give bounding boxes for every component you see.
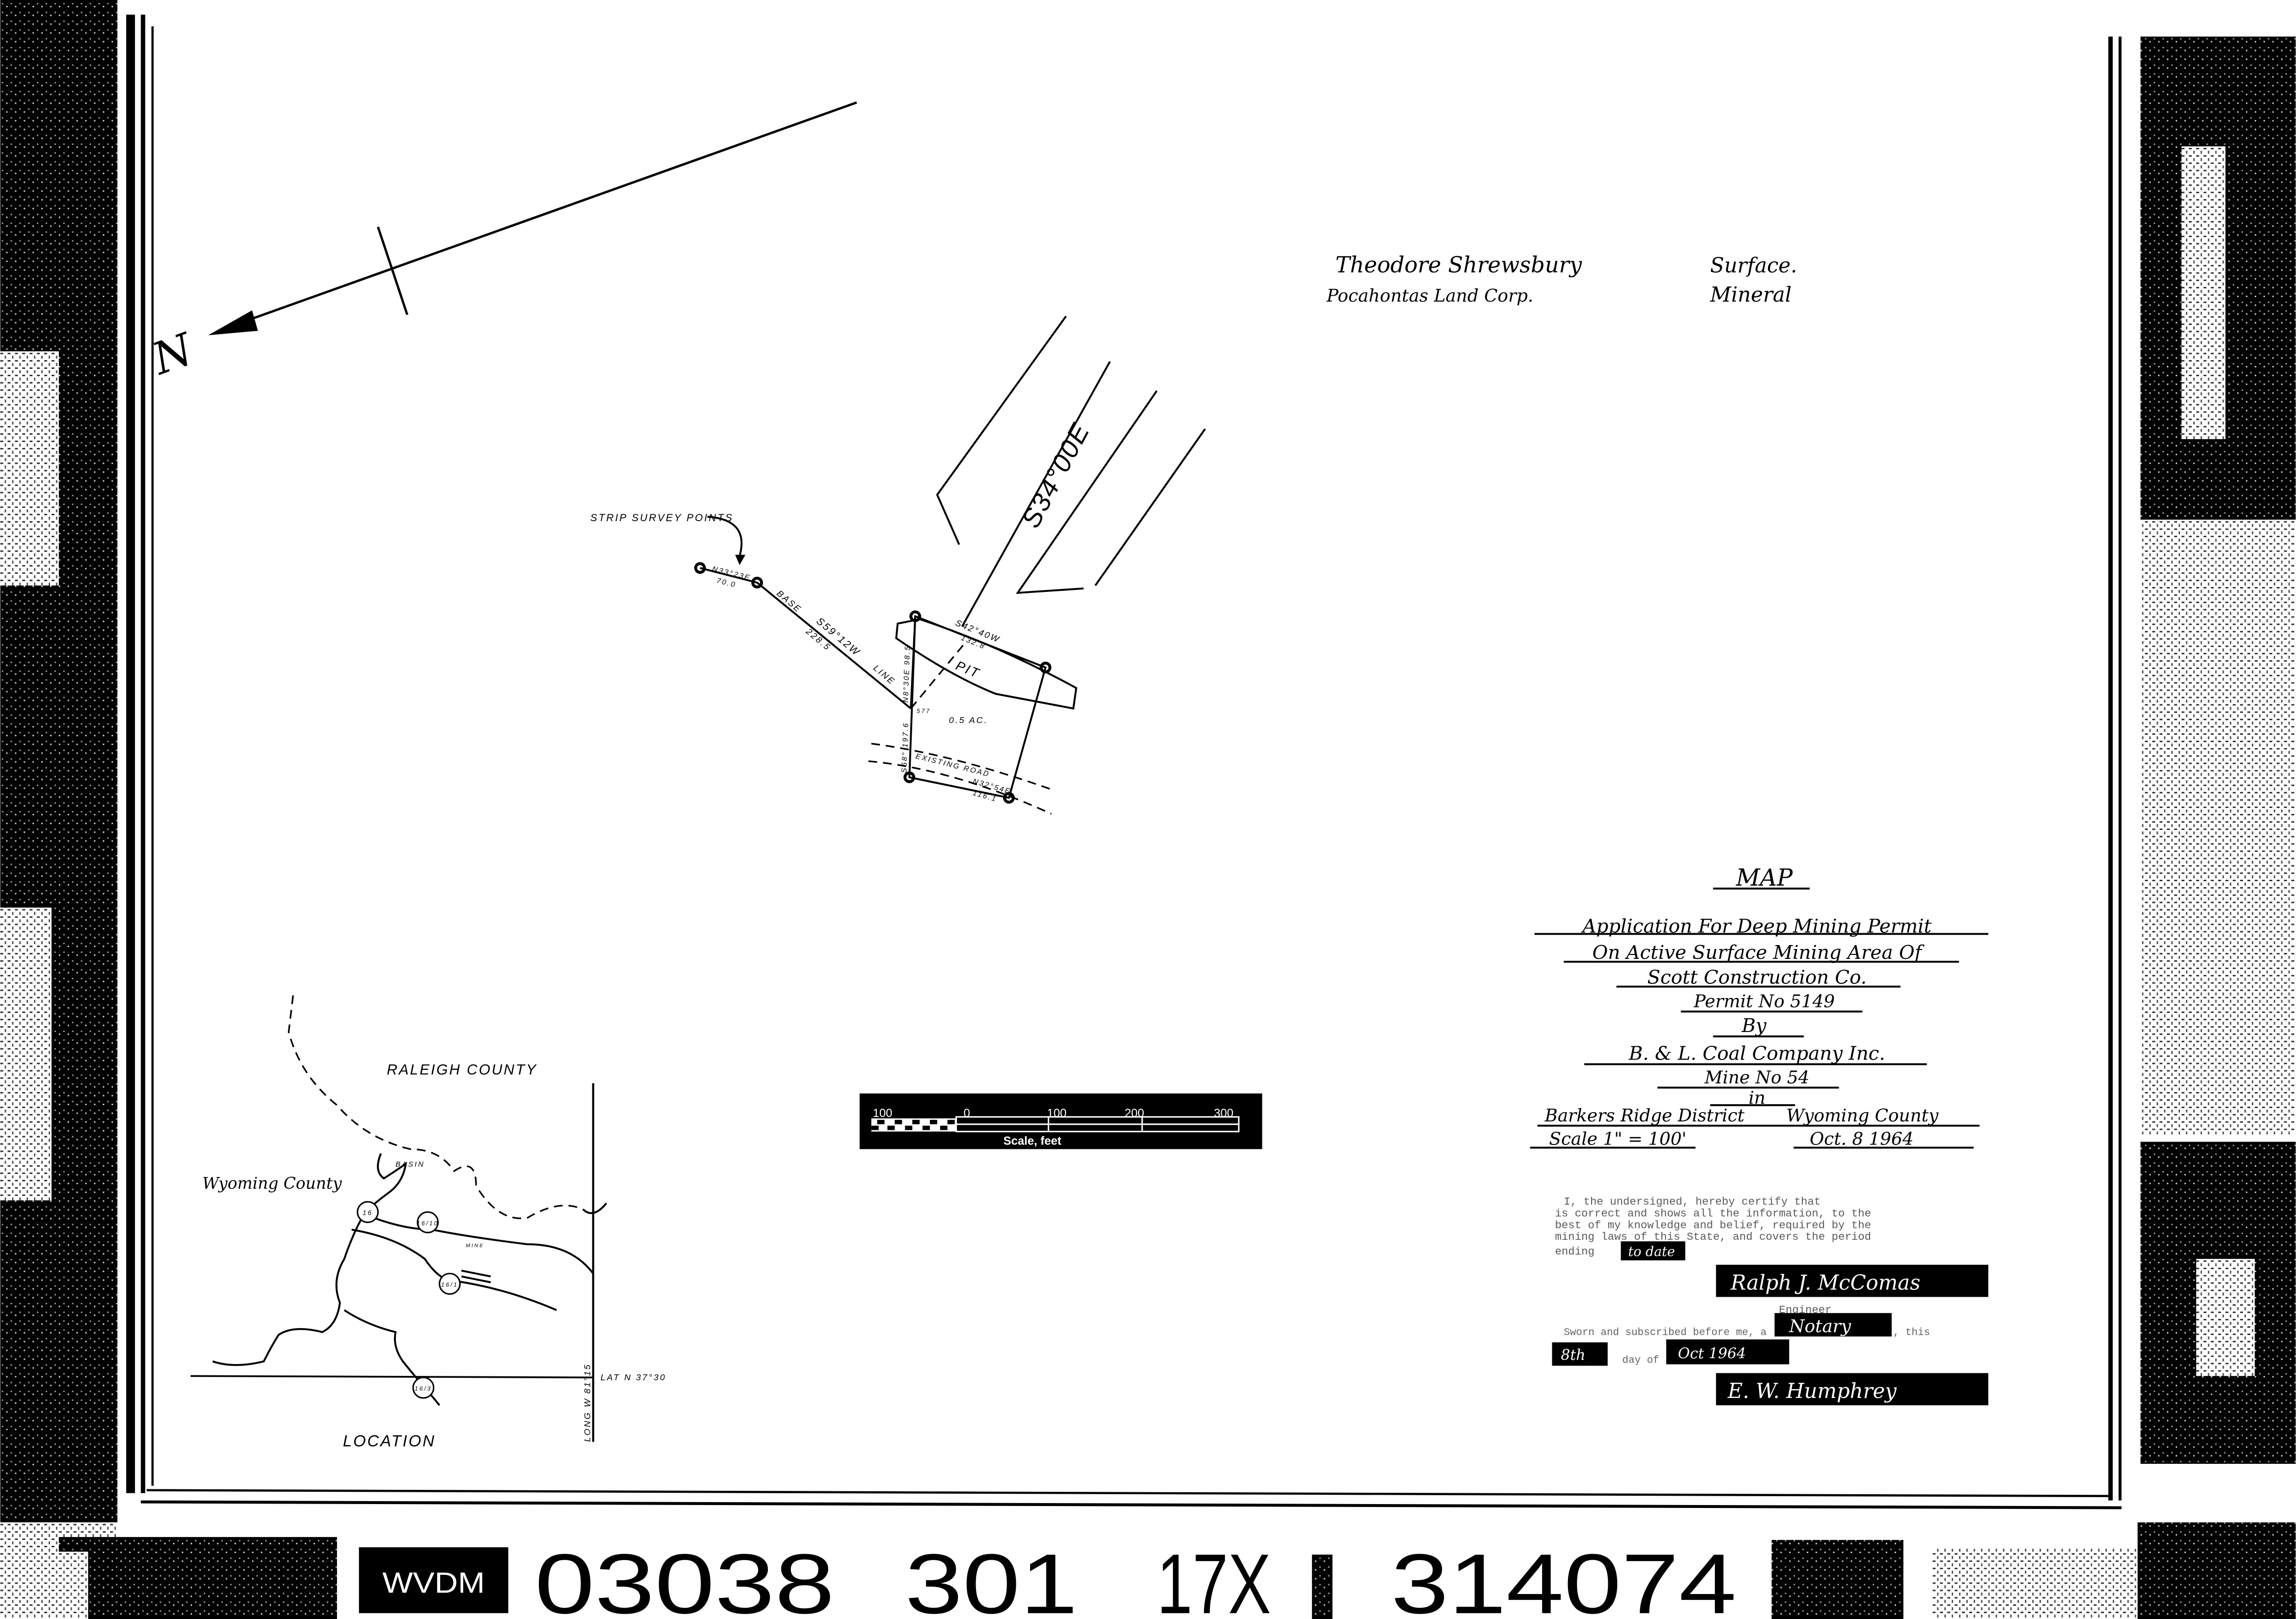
footer-code: 03038	[534, 1536, 835, 1619]
longitude-label: LONG W 81°15	[583, 1363, 592, 1442]
engineer-signature: Ralph J. McComas	[1730, 1270, 1920, 1294]
basin-label: BASIN	[395, 1161, 425, 1169]
title-line: Scott Construction Co.	[1647, 967, 1867, 989]
left-lower-leg: S68° 197.6	[900, 722, 910, 773]
location-inset-map: RALEIGH COUNTY Wyoming County BASIN MINE…	[191, 995, 666, 1450]
wvdm-badge-label: WVDM	[382, 1566, 485, 1599]
left-upper-leg: N8°30E 98.5	[902, 645, 912, 703]
cert-line: is correct and shows all the information…	[1555, 1207, 1871, 1220]
district: Barkers Ridge District	[1544, 1106, 1745, 1126]
day-of: day of	[1623, 1355, 1659, 1366]
notary-day: 8th	[1561, 1347, 1585, 1364]
strip-survey-callout: STRIP SURVEY POINTS	[590, 512, 734, 524]
route-marker: 16	[357, 1201, 379, 1223]
permit-number: Permit No 5149	[1693, 991, 1835, 1011]
survey-plot: STRIP SURVEY POINTS N33°23E 70.0 BASE S5…	[590, 512, 1078, 815]
sworn-text: Sworn and subscribed before me, a	[1564, 1327, 1766, 1339]
area-label: 0.5 AC.	[949, 715, 988, 725]
route-marker: 16/1	[439, 1273, 461, 1295]
mineral-label: Mineral	[1709, 282, 1792, 307]
survey-point-markers	[694, 562, 1052, 804]
certification-block: I, the undersigned, hereby certify that …	[1552, 1196, 1988, 1405]
location-title: LOCATION	[343, 1431, 436, 1450]
notary-signature: E. W. Humphrey	[1727, 1379, 1897, 1403]
cert-line: ending	[1555, 1245, 1594, 1258]
scale-caption: Scale, feet	[1004, 1134, 1062, 1147]
surface-label: Surface.	[1710, 253, 1797, 277]
county: Wyoming County	[1786, 1106, 1939, 1126]
cert-line: mining laws of this State, and covers th…	[1555, 1230, 1871, 1243]
mineral-owner: Pocahontas Land Corp.	[1326, 286, 1534, 306]
svg-text:16/3: 16/3	[415, 1385, 432, 1392]
mine-label: MINE	[466, 1243, 484, 1249]
scale-tick: 100	[873, 1107, 893, 1120]
map-scale: Scale 1" = 100'	[1549, 1129, 1687, 1149]
pit-label: PIT	[953, 658, 982, 681]
sworn-end: , this	[1893, 1327, 1930, 1339]
scan-edge-left	[0, 0, 145, 1619]
strip-bearing: S34°00E	[1016, 418, 1095, 532]
footer-code: 314074	[1391, 1536, 1736, 1619]
footer-code: 17X	[1157, 1536, 1271, 1619]
notary-month-year: Oct 1964	[1678, 1345, 1746, 1363]
corner-label: 577	[917, 707, 931, 714]
svg-text:16: 16	[363, 1209, 373, 1216]
surface-owner: Theodore Shrewsbury	[1335, 252, 1582, 278]
notary-title: Notary	[1789, 1316, 1851, 1337]
svg-text:16/10: 16/10	[417, 1220, 439, 1227]
wvdm-badge	[359, 1547, 508, 1614]
graphic-scale-bar: 100 0 100 200 300 Scale, feet	[859, 1093, 1262, 1149]
scale-tick: 300	[1214, 1107, 1233, 1120]
title-line: By	[1741, 1015, 1767, 1037]
strip-area-lines: S34°00E	[936, 315, 1206, 627]
base-label-2: LINE	[871, 663, 897, 687]
owners-block: Theodore Shrewsbury Surface. Pocahontas …	[1326, 252, 1797, 307]
company-name: B. & L. Coal Company Inc.	[1628, 1043, 1885, 1065]
mine-number: Mine No 54	[1704, 1067, 1809, 1088]
footer-id-strip: WVDM 03038 301 17X 314074	[0, 1522, 2296, 1619]
footer-code: 301	[905, 1536, 1078, 1619]
scale-tick: 0	[964, 1107, 970, 1120]
title-block: MAP Application For Deep Mining Permit O…	[1530, 865, 1988, 1149]
scale-tick: 100	[1047, 1107, 1066, 1120]
latitude-label: LAT N 37°30	[600, 1372, 666, 1382]
leg1-distance: 70.0	[716, 577, 737, 589]
scan-edge-right	[2108, 36, 2296, 1501]
title-line: On Active Surface Mining Area Of	[1592, 942, 1925, 964]
scale-tick: 200	[1124, 1107, 1144, 1120]
map-date: Oct. 8 1964	[1810, 1129, 1914, 1149]
cert-period: to date	[1628, 1244, 1675, 1259]
raleigh-county-label: RALEIGH COUNTY	[387, 1061, 537, 1078]
route-marker: 16/3	[412, 1376, 435, 1399]
cert-line: best of my knowledge and belief, require…	[1555, 1219, 1871, 1231]
route-marker: 16/10	[417, 1211, 439, 1233]
svg-text:16/1: 16/1	[441, 1282, 458, 1288]
cert-line: I, the undersigned, hereby certify that	[1564, 1196, 1820, 1208]
map-heading: MAP	[1736, 865, 1793, 892]
wyoming-county-label: Wyoming County	[202, 1174, 342, 1193]
north-arrow-icon: N	[145, 101, 857, 385]
map-border	[140, 26, 2122, 1509]
